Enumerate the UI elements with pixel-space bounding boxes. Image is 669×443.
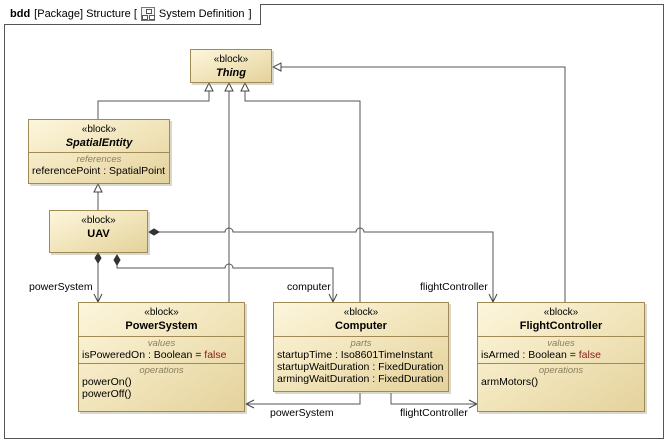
values-compartment: values isPoweredOn : Boolean = false [79, 336, 244, 363]
stereotype-label: «block» [213, 54, 249, 65]
diagram-header-name[interactable]: System Definition [158, 8, 245, 20]
block-uav[interactable]: «block» UAV [49, 210, 148, 253]
stereotype-label: «block» [144, 307, 179, 318]
block-name: PowerSystem [125, 320, 198, 332]
block-name: Thing [216, 67, 246, 79]
block-name: FlightController [519, 320, 603, 332]
role-label-powersystem-bottom: powerSystem [270, 407, 334, 419]
role-label-flightcontroller-bottom: flightController [400, 407, 468, 419]
compartment-title: values [147, 338, 176, 349]
block-spatialentity[interactable]: «block» SpatialEntity references referen… [28, 119, 170, 184]
composition-uav-flightcontroller [149, 227, 493, 302]
value-property: isArmed : Boolean = false [481, 349, 641, 361]
diagram-header-suffix: ] [248, 8, 252, 20]
compartment-title: operations [139, 365, 184, 376]
block-name: Computer [335, 320, 387, 332]
generalization-computer-thing [245, 83, 361, 302]
operation: powerOn() [82, 376, 132, 388]
diagram-header: bdd [Package] Structure [ System Definit… [4, 4, 261, 25]
composition-uav-computer [117, 255, 333, 302]
part-property: armingWaitDuration : FixedDuration [277, 373, 444, 385]
value-property-text: isArmed : Boolean = [481, 349, 579, 361]
part-property: startupWaitDuration : FixedDuration [277, 361, 444, 373]
value-property-text: isPoweredOn : Boolean = [82, 349, 205, 361]
role-label-computer: computer [287, 281, 331, 293]
operations-compartment: operations armMotors() [478, 363, 644, 390]
stereotype-label: «block» [543, 307, 579, 318]
compartment-title: operations [538, 365, 584, 376]
operation: armMotors() [481, 376, 539, 388]
reference-property: referencePoint : SpatialPoint [32, 165, 166, 177]
stereotype-label: «block» [81, 124, 117, 135]
block-name: UAV [87, 228, 110, 240]
block-powersystem[interactable]: «block» PowerSystem values isPoweredOn :… [78, 302, 245, 412]
role-label-flightcontroller: flightController [420, 281, 488, 293]
generalization-spatialentity-thing [97, 83, 209, 119]
part-property: startupTime : Iso8601TimeInstant [277, 349, 433, 361]
operation: powerOff() [82, 388, 132, 400]
block-thing[interactable]: «block» Thing [190, 49, 272, 83]
default-value: false [204, 349, 227, 361]
compartment-title: parts [350, 338, 372, 349]
block-flightcontroller[interactable]: «block» FlightController values isArmed … [477, 302, 645, 412]
value-property: isPoweredOn : Boolean = false [82, 349, 241, 361]
compartment-title: values [547, 338, 575, 349]
block-computer[interactable]: «block» Computer parts startupTime : Iso… [273, 302, 449, 392]
compartment-title: references [76, 154, 122, 165]
stereotype-label: «block» [81, 215, 116, 226]
values-compartment: values isArmed : Boolean = false [478, 336, 644, 363]
diagram-kind: bdd [10, 8, 31, 20]
association-computer-powersystem [246, 393, 361, 404]
package-diagram-icon [140, 7, 155, 21]
parts-compartment: parts startupTime : Iso8601TimeInstant s… [274, 336, 448, 387]
role-label-powersystem: powerSystem [29, 281, 93, 293]
generalization-flightcontroller-thing [273, 67, 566, 302]
block-name: SpatialEntity [65, 137, 133, 149]
stereotype-label: «block» [343, 307, 379, 318]
references-compartment: references referencePoint : SpatialPoint [29, 152, 169, 179]
association-computer-flightcontroller [390, 393, 477, 404]
operations-compartment: operations powerOn() powerOff() [79, 363, 244, 402]
diagram-header-prefix: [Package] Structure [ [34, 8, 137, 20]
default-value: false [578, 349, 601, 361]
